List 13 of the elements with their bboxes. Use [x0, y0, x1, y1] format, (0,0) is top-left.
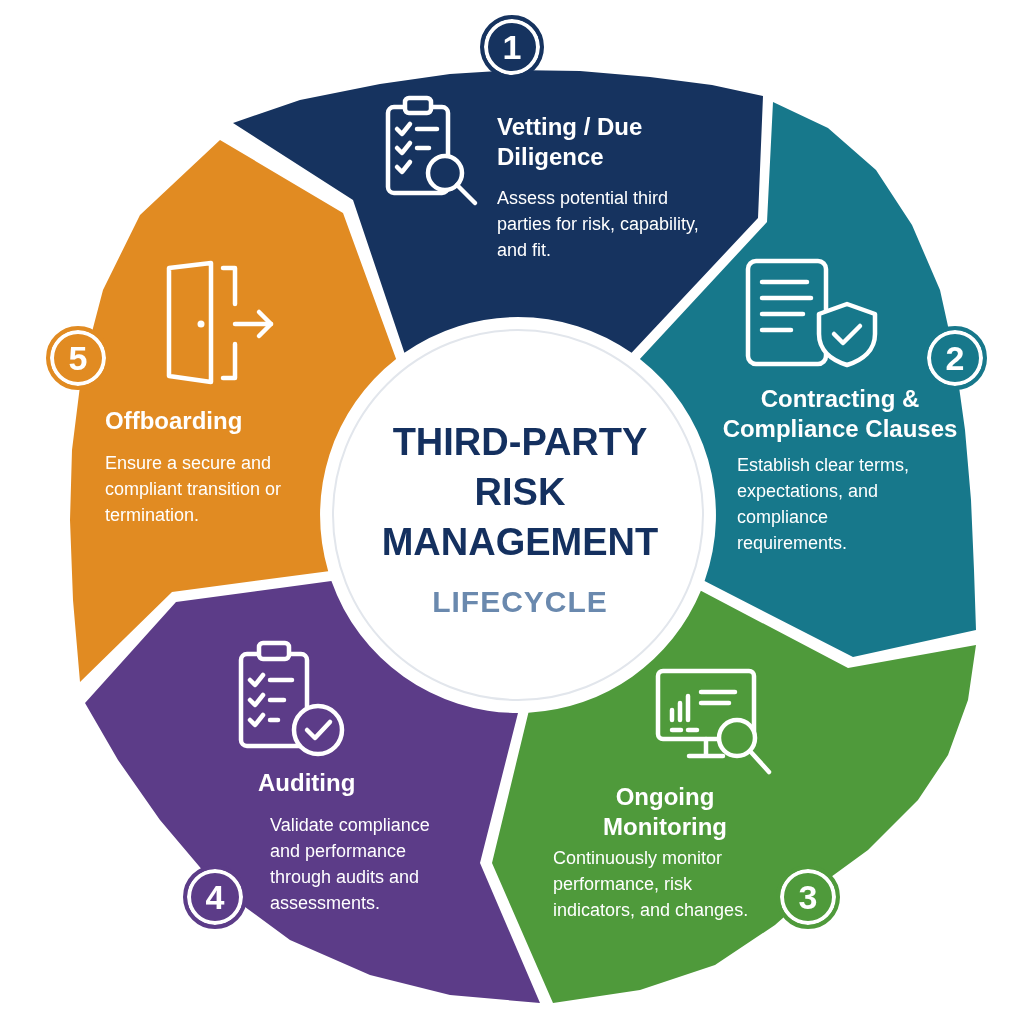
step-number: 4: [183, 865, 247, 929]
step-description: Continuously monitor performance, risk indicators, and changes.: [553, 847, 750, 922]
center-title: THIRD-PARTY RISK MANAGEMENT: [380, 420, 660, 565]
step-heading: Ongoing Monitoring: [602, 782, 728, 842]
step-description: Assess potential third parties for risk, capability, and fit.: [497, 187, 700, 262]
step-description: Validate compliance and performance through audits and assessments.: [270, 814, 431, 915]
center-subtitle: LIFECYCLE: [431, 584, 609, 620]
step-heading: Auditing: [258, 768, 357, 798]
step-heading: Vetting / Due Diligence: [497, 112, 644, 172]
wheel-segment: [233, 70, 763, 353]
step-description: Ensure a secure and compliant transition or termination.: [105, 452, 283, 527]
step-heading: Offboarding: [105, 406, 244, 436]
step-description: Establish clear terms, expectations, and compliance requirements.: [737, 454, 911, 555]
